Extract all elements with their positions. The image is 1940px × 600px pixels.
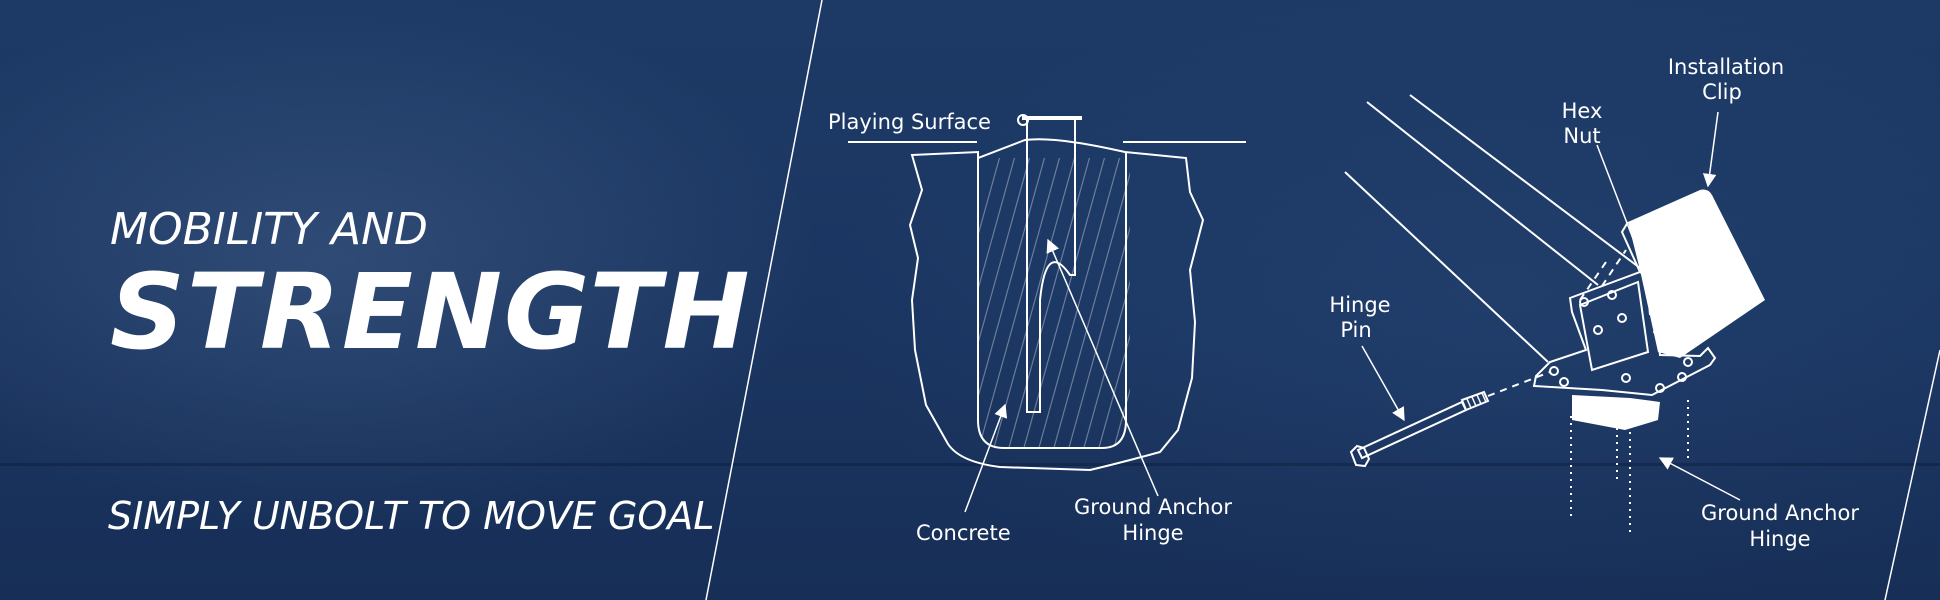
playing-surface-label: Playing Surface [828,110,991,134]
anchor-hinge-label-1: Ground Anchor [1074,495,1232,519]
hex-nut [1652,316,1678,344]
anchor-sleeve [1026,132,1076,413]
concrete-leader [964,403,1008,513]
clip-leader [1702,111,1719,188]
ground-anchor-label-2: Hinge [1749,527,1810,551]
installation-clip [1628,189,1765,358]
clip-label-2: Clip [1702,80,1742,104]
frame-line-2 [1409,94,1641,269]
hinge-pin-leader [1361,345,1405,422]
exploded-view-diagram: Installation Clip Hex Nut Hinge Pin Grou… [1329,55,1859,551]
pin-label-2: Pin [1340,318,1371,342]
ground-anchor-leader [1658,457,1741,501]
hex-nut-leader [1596,144,1664,316]
excavation-outline [908,138,1205,472]
ground-anchor-label-1: Ground Anchor [1701,501,1859,525]
hinge-pin [1356,400,1468,460]
pin-label-1: Hinge [1329,293,1390,317]
concrete-column [977,152,1127,449]
frame-line-3 [1344,171,1549,363]
divider-line-left [705,0,823,600]
base-plate [1572,395,1660,430]
hinge-bracket-inner [1578,280,1650,372]
hex-label-2: Nut [1563,124,1600,148]
anchor-hinge-leader [1046,238,1159,497]
tagline: SIMPLY UNBOLT TO MOVE GOAL [108,494,715,538]
cross-section-diagram: Playing Surface Concrete Ground Anchor H… [828,110,1246,545]
wall-seam [0,463,1940,466]
hex-label-1: Hex [1562,99,1603,123]
title-line-1: MOBILITY AND [110,204,428,255]
pin-head [1349,444,1371,468]
anchor-hinge-label-2: Hinge [1122,521,1183,545]
divider-line-right [1884,349,1940,600]
pin-thread [1460,390,1490,412]
concrete-label: Concrete [916,521,1011,545]
title-line-2: STRENGTH [110,251,752,373]
clip-label-1: Installation [1668,55,1784,79]
concrete-hatching [978,158,1130,448]
frame-line-1 [1366,101,1599,286]
